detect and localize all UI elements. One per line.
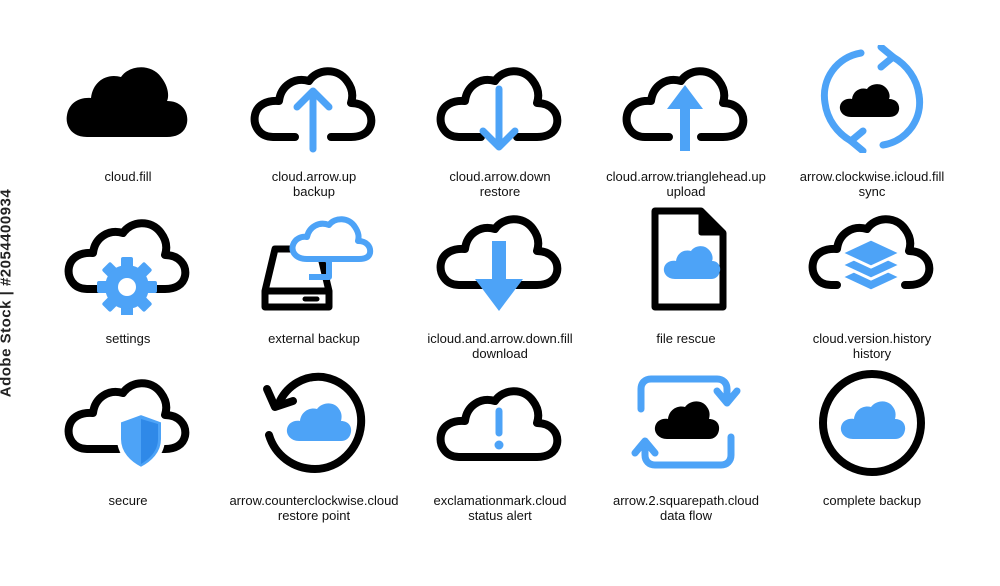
tile-subtitle: sync	[858, 184, 886, 199]
icon-grid: cloud.fill cloud.arrow.up backup cloud.a…	[35, 40, 965, 540]
cloud-fill-icon	[66, 67, 188, 137]
icon-tile-exclamationmark-cloud: exclamationmark.cloud status alert	[407, 364, 593, 526]
tile-title: settings	[105, 331, 151, 346]
icloud-and-arrow-down-fill-icon	[436, 215, 562, 311]
tile-subtitle: restore point	[277, 508, 351, 523]
arrow-clockwise-icloud-fill-icon	[820, 45, 924, 153]
icon-tile-icloud-and-arrow-down-fill: icloud.and.arrow.down.fill download	[407, 202, 593, 364]
tile-labels: icloud.and.arrow.down.fill download	[427, 331, 572, 361]
tile-subtitle: backup	[293, 184, 335, 199]
tile-title: cloud.arrow.up	[271, 169, 357, 184]
tile-labels: file rescue	[656, 331, 715, 346]
icon-tile-cloud-arrow-down: cloud.arrow.down restore	[407, 40, 593, 202]
tile-title: secure	[108, 493, 148, 508]
icon-tile-cloud-version-history: cloud.version.history history	[779, 202, 965, 364]
cloud-arrow-down-icon	[436, 67, 562, 151]
tile-labels: arrow.2.squarepath.cloud data flow	[613, 493, 759, 523]
arrow-2-squarepath-cloud-icon	[631, 375, 741, 469]
tile-title: arrow.2.squarepath.cloud	[613, 493, 759, 508]
tile-subtitle: download	[472, 346, 528, 361]
tile-title: external backup	[268, 331, 360, 346]
tile-title: file rescue	[656, 331, 716, 346]
tile-subtitle: history	[852, 346, 892, 361]
settings-icon	[64, 219, 190, 315]
tile-labels: cloud.fill	[105, 169, 152, 184]
tile-subtitle: upload	[666, 184, 706, 199]
tile-labels: cloud.version.history history	[813, 331, 932, 361]
tile-labels: arrow.clockwise.icloud.fill sync	[800, 169, 945, 199]
tile-title: icloud.and.arrow.down.fill	[427, 331, 573, 346]
cloud-arrow-up-icon	[250, 67, 376, 153]
icon-tile-cloud-fill: cloud.fill	[35, 40, 221, 202]
icon-tile-arrow-clockwise-icloud-fill: arrow.clockwise.icloud.fill sync	[779, 40, 965, 202]
tile-labels: secure	[108, 493, 147, 508]
icon-tile-settings: settings	[35, 202, 221, 364]
tile-labels: arrow.counterclockwise.cloud restore poi…	[229, 493, 398, 523]
icon-tile-external-backup: external backup	[221, 202, 407, 364]
icon-tile-cloud-arrow-trianglehead-up: cloud.arrow.trianglehead.up upload	[593, 40, 779, 202]
tile-title: complete backup	[822, 493, 922, 508]
tile-title: exclamationmark.cloud	[433, 493, 567, 508]
tile-title: cloud.version.history	[812, 331, 932, 346]
icon-tile-secure: secure	[35, 364, 221, 526]
complete-backup-icon	[819, 370, 925, 476]
external-backup-icon	[261, 216, 374, 311]
tile-labels: cloud.arrow.up backup	[272, 169, 357, 199]
icon-tile-file-rescue: file rescue	[593, 202, 779, 364]
tile-title: arrow.counterclockwise.cloud	[229, 493, 399, 508]
tile-title: cloud.arrow.down	[449, 169, 551, 184]
tile-labels: complete backup	[823, 493, 921, 508]
tile-labels: cloud.arrow.down restore	[449, 169, 550, 199]
tile-labels: external backup	[268, 331, 360, 346]
icon-tile-arrow-2-squarepath-cloud: arrow.2.squarepath.cloud data flow	[593, 364, 779, 526]
file-rescue-icon	[651, 207, 727, 311]
cloud-arrow-trianglehead-up-icon	[622, 67, 748, 151]
tile-labels: cloud.arrow.trianglehead.up upload	[606, 169, 766, 199]
tile-labels: exclamationmark.cloud status alert	[434, 493, 567, 523]
icon-tile-complete-backup: complete backup	[779, 364, 965, 526]
tile-subtitle: restore	[479, 184, 521, 199]
cloud-version-history-icon	[808, 215, 934, 293]
tile-title: cloud.arrow.trianglehead.up	[606, 169, 766, 184]
icon-tile-cloud-arrow-up: cloud.arrow.up backup	[221, 40, 407, 202]
tile-labels: settings	[106, 331, 151, 346]
tile-title: cloud.fill	[104, 169, 152, 184]
side-text-label: Adobe Stock | #2054400934	[0, 188, 15, 398]
arrow-counterclockwise-cloud-icon	[263, 372, 366, 474]
tile-subtitle: status alert	[468, 508, 532, 523]
tile-subtitle: data flow	[659, 508, 713, 523]
exclamationmark-cloud-icon	[436, 387, 562, 461]
icon-tile-arrow-counterclockwise-cloud: arrow.counterclockwise.cloud restore poi…	[221, 364, 407, 526]
secure-icon	[64, 379, 190, 471]
tile-title: arrow.clockwise.icloud.fill	[799, 169, 945, 184]
